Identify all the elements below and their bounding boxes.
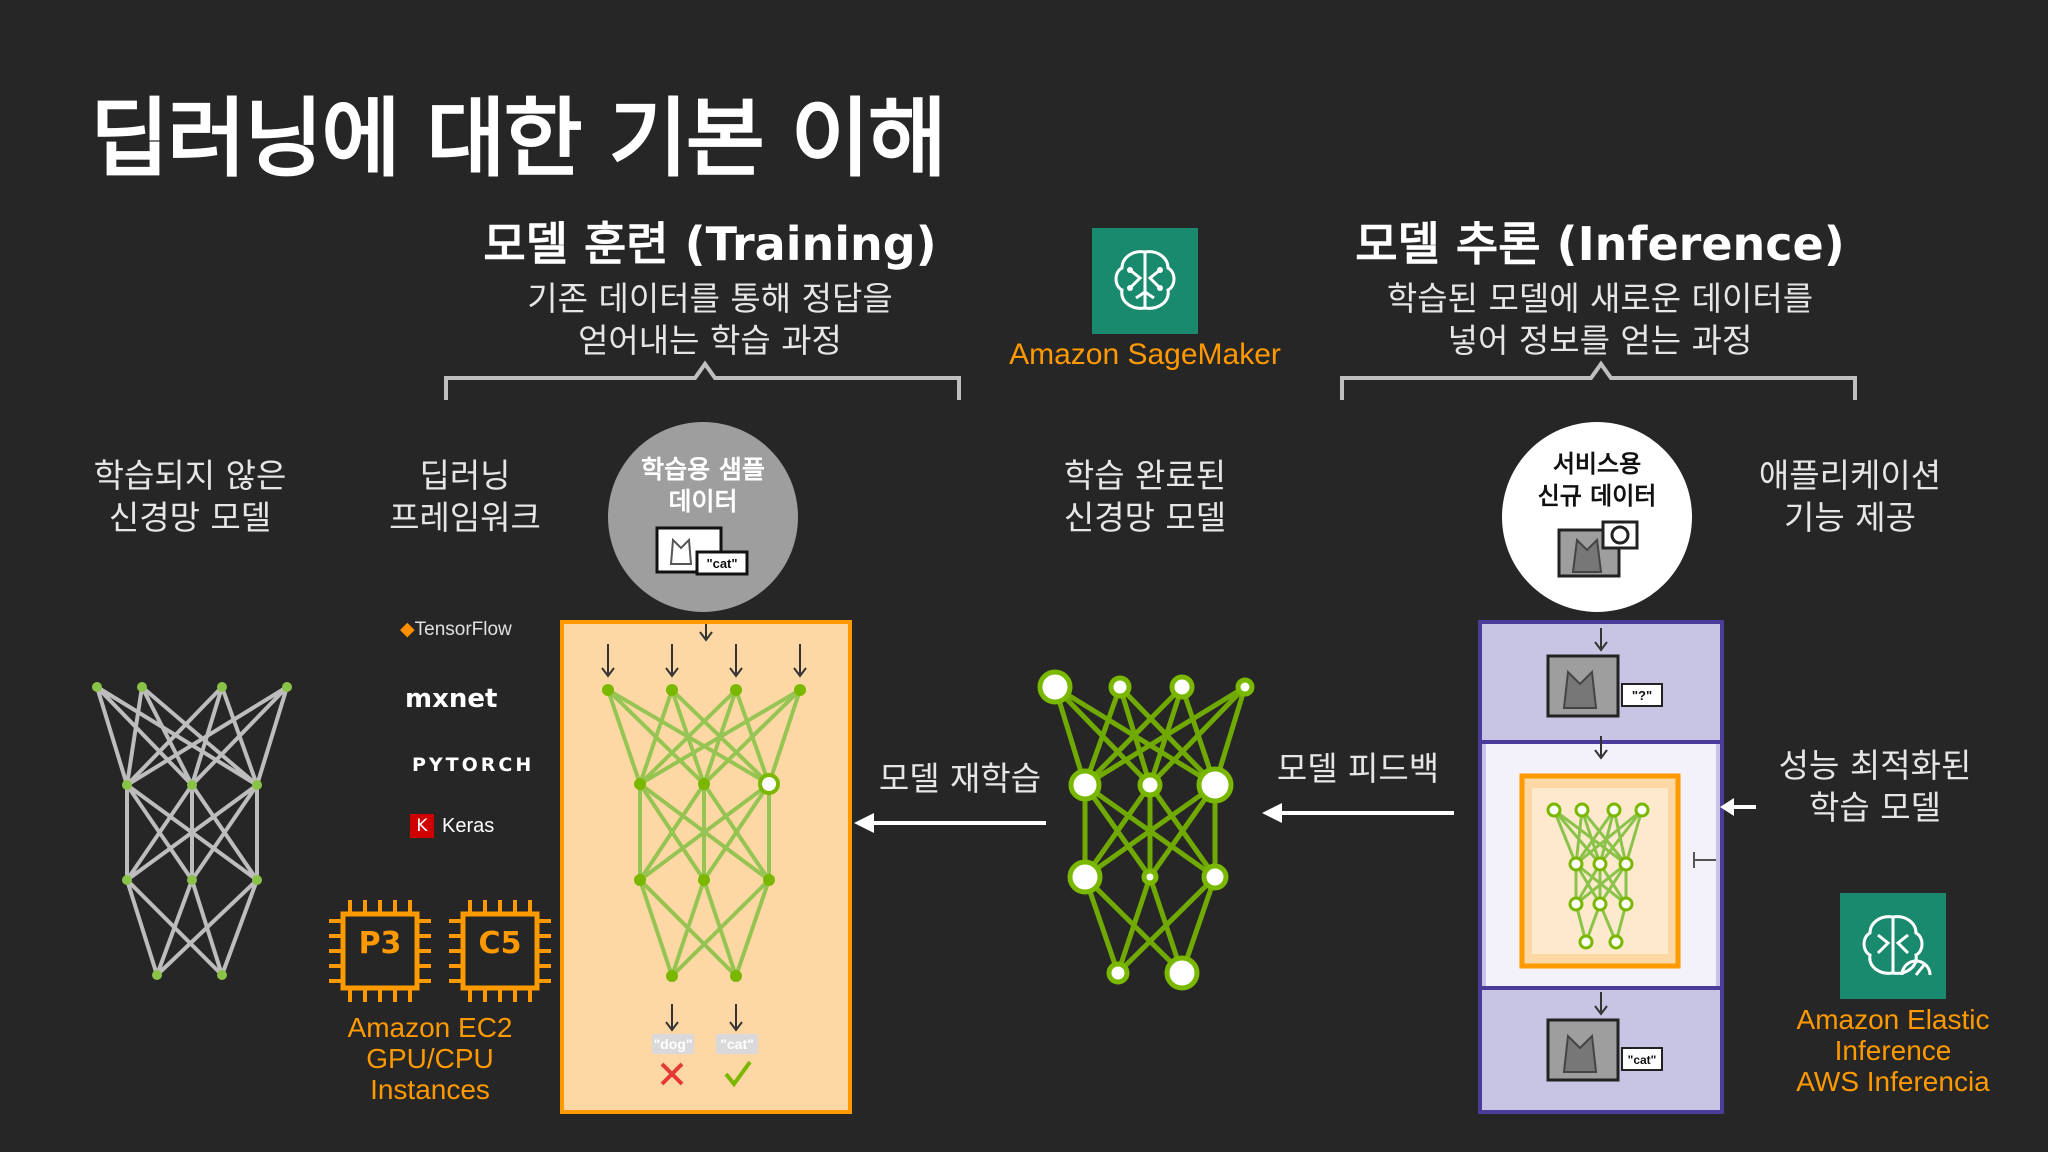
dog-output-tag: "dog" [654, 1036, 693, 1052]
inference-desc-line2: 넣어 정보를 얻는 과정 [1447, 321, 1753, 360]
wrong-x-icon [660, 1062, 684, 1086]
tensorflow-icon: ◆ [400, 618, 415, 640]
sagemaker-brain-icon [1092, 228, 1198, 334]
app-label-line2: 기능 제공 [1784, 498, 1916, 537]
unknown-tag: "?" [1632, 688, 1652, 703]
training-title: 모델 훈련 (Training) [483, 217, 937, 271]
tensorflow-label: TensorFlow [414, 619, 512, 640]
p3-chip-icon: P3 [325, 896, 435, 1006]
feedback-arrow [1262, 803, 1454, 823]
elastic-inference-icon [1840, 893, 1946, 999]
untrained-label-line1: 학습되지 않은 [93, 456, 287, 495]
framework-label-line1: 딥러닝 [419, 456, 511, 495]
training-sample-line1: 학습용 샘플 [641, 455, 765, 484]
page-title: 딥러닝에 대한 기본 이해 [90, 89, 947, 189]
ec2-label: Amazon EC2 GPU/CPU Instances [310, 1012, 550, 1105]
ec2-line1: Amazon EC2 [347, 1012, 513, 1043]
inference-title: 모델 추론 (Inference) [1355, 217, 1845, 271]
keras-icon: K [410, 814, 434, 838]
framework-label: 딥러닝 프레임워크 [360, 455, 570, 539]
training-desc-line2: 얻어내는 학습 과정 [578, 321, 842, 360]
ec2-line2: GPU/CPU [366, 1043, 494, 1074]
feedback-label: 모델 피드백 [1276, 749, 1440, 788]
training-sample-line2: 데이터 [668, 487, 738, 516]
service-data-line2: 신규 데이터 [1537, 482, 1657, 510]
trained-label-line2: 신경망 모델 [1063, 498, 1227, 537]
brain-icon [1114, 250, 1176, 310]
inference-pipeline-box: "?" "cat" [1478, 620, 1724, 1114]
cat-photo-icon: "cat" [655, 526, 749, 576]
p3-label: P3 [358, 926, 402, 961]
retrain-arrow [854, 813, 1046, 833]
cat-sample-tag: "cat" [706, 556, 737, 571]
elastic-line3: AWS Inferencia [1796, 1066, 1990, 1097]
trained-network [1037, 669, 1255, 991]
keras-logo: K Keras [410, 814, 494, 838]
optimized-label-line2: 학습 모델 [1809, 788, 1941, 827]
tensorflow-logo: ◆TensorFlow [400, 618, 512, 641]
inference-bracket [1340, 360, 1857, 400]
pytorch-logo: PYTORCH [412, 754, 535, 776]
application-label: 애플리케이션 기능 제공 [1730, 455, 1970, 539]
inference-header: 모델 추론 (Inference) 학습된 모델에 새로운 데이터를 넣어 정보… [1330, 208, 1870, 362]
camera-cat-icon [1557, 520, 1639, 578]
correct-check-icon [724, 1060, 752, 1088]
elastic-line1: Amazon Elastic [1796, 1004, 1990, 1035]
training-desc-line1: 기존 데이터를 통해 정답을 [527, 279, 893, 318]
optimized-label-line1: 성능 최적화된 [1778, 746, 1972, 785]
training-network-box: "dog" "cat" [560, 620, 852, 1114]
framework-label-line2: 프레임워크 [389, 498, 541, 537]
elastic-line2: Inference [1834, 1035, 1952, 1066]
training-network: "dog" "cat" [601, 624, 807, 1088]
mxnet-logo: mxnet [405, 684, 498, 714]
app-label-line1: 애플리케이션 [1758, 456, 1942, 495]
inference-pipeline: "?" "cat" [1482, 628, 1720, 1082]
ec2-line3: Instances [370, 1074, 490, 1105]
c5-label: C5 [478, 926, 522, 961]
inference-desc-line1: 학습된 모델에 새로운 데이터를 [1386, 279, 1814, 318]
service-new-data: 서비스용 신규 데이터 [1502, 422, 1692, 612]
sagemaker-label: Amazon SageMaker [1009, 338, 1281, 371]
cat-output-tag: "cat" [720, 1036, 754, 1052]
retrain-label: 모델 재학습 [878, 759, 1042, 798]
training-bracket [444, 360, 961, 400]
trained-label-line1: 학습 완료된 [1063, 456, 1227, 495]
untrained-label-line2: 신경망 모델 [108, 498, 272, 537]
cat-result-tag: "cat" [1628, 1053, 1657, 1067]
training-sample-data: 학습용 샘플 데이터 "cat" [608, 422, 798, 612]
optimized-model-label: 성능 최적화된 학습 모델 [1755, 745, 1995, 829]
trained-model-label: 학습 완료된 신경망 모델 [1025, 455, 1265, 539]
training-header: 모델 훈련 (Training) 기존 데이터를 통해 정답을 얻어내는 학습 … [440, 208, 980, 362]
keras-label: Keras [442, 814, 495, 837]
c5-chip-icon: C5 [445, 896, 555, 1006]
optimized-arrow [1720, 798, 1756, 816]
service-data-line1: 서비스용 [1552, 450, 1642, 478]
untrained-network [92, 682, 292, 980]
elastic-brain-icon [1862, 915, 1932, 976]
elastic-inference-label: Amazon Elastic Inference AWS Inferencia [1770, 1004, 2016, 1097]
untrained-model-label: 학습되지 않은 신경망 모델 [70, 455, 310, 539]
